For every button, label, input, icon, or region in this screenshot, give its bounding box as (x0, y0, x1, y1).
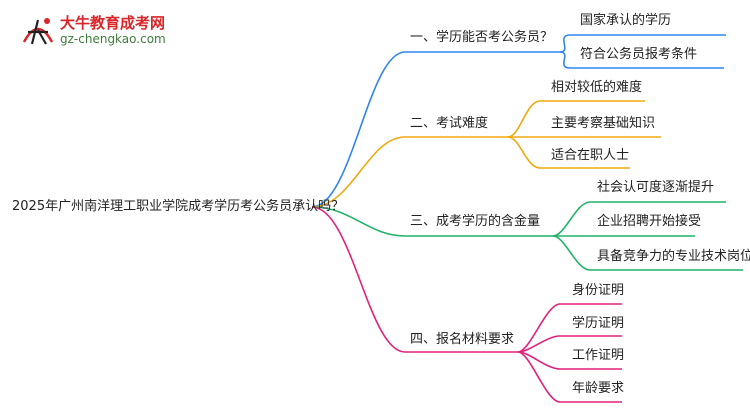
leaf-age-requirement: 年龄要求 (572, 381, 625, 396)
branch-difficulty: 二、考试难度 (410, 116, 489, 131)
connector-branch-leaf-0-1 (559, 51, 571, 69)
connector-root-branch-3 (311, 206, 406, 353)
leaf-id-proof: 身份证明 (572, 283, 625, 298)
connector-branch-leaf-3-1 (517, 335, 561, 353)
logo-mark-icon (22, 18, 54, 45)
leaf-competitive-positions: 具备竞争力的专业技术岗位 (597, 249, 750, 264)
root-topic: 2025年广州南洋理工职业学院成考学历考公务员承认吗？ (12, 199, 345, 214)
connector-branch-leaf-3-3 (517, 351, 561, 403)
connector-branch-leaf-3-0 (517, 303, 561, 353)
connector-branch-leaf-1-2 (507, 136, 541, 169)
leaf-basic-knowledge: 主要考察基础知识 (551, 116, 656, 131)
connector-branch-leaf-2-2 (552, 235, 591, 271)
leaf-meets-requirements: 符合公务员报考条件 (580, 47, 698, 62)
leaf-work-proof: 工作证明 (572, 348, 625, 363)
leaf-national-recognized: 国家承认的学历 (580, 13, 672, 28)
leaf-working-people: 适合在职人士 (551, 148, 630, 163)
connector-branch-leaf-3-2 (517, 351, 561, 370)
logo-title: 大牛教育成考网 (60, 14, 166, 32)
branch-value: 三、成考学历的含金量 (410, 214, 541, 229)
connector-branch-leaf-2-0 (552, 201, 591, 237)
connector-branch-leaf-1-0 (507, 100, 541, 138)
connector-root-branch-2 (311, 206, 406, 237)
branch-qualification: 一、学历能否考公务员？ (410, 30, 554, 45)
branch-materials: 四、报名材料要求 (410, 332, 515, 347)
site-logo[interactable]: 大牛教育成考网 gz-chengkao.com (20, 10, 230, 54)
connector-branch-leaf-0-0 (559, 34, 571, 53)
connector-root-branch-0 (311, 51, 406, 208)
leaf-lower-difficulty: 相对较低的难度 (551, 80, 643, 95)
connector-root-branch-1 (311, 136, 406, 208)
leaf-education-proof: 学历证明 (572, 316, 625, 331)
leaf-employers-accept: 企业招聘开始接受 (597, 214, 702, 229)
leaf-recognition-rising: 社会认可度逐渐提升 (597, 180, 715, 195)
logo-url: gz-chengkao.com (60, 32, 166, 46)
